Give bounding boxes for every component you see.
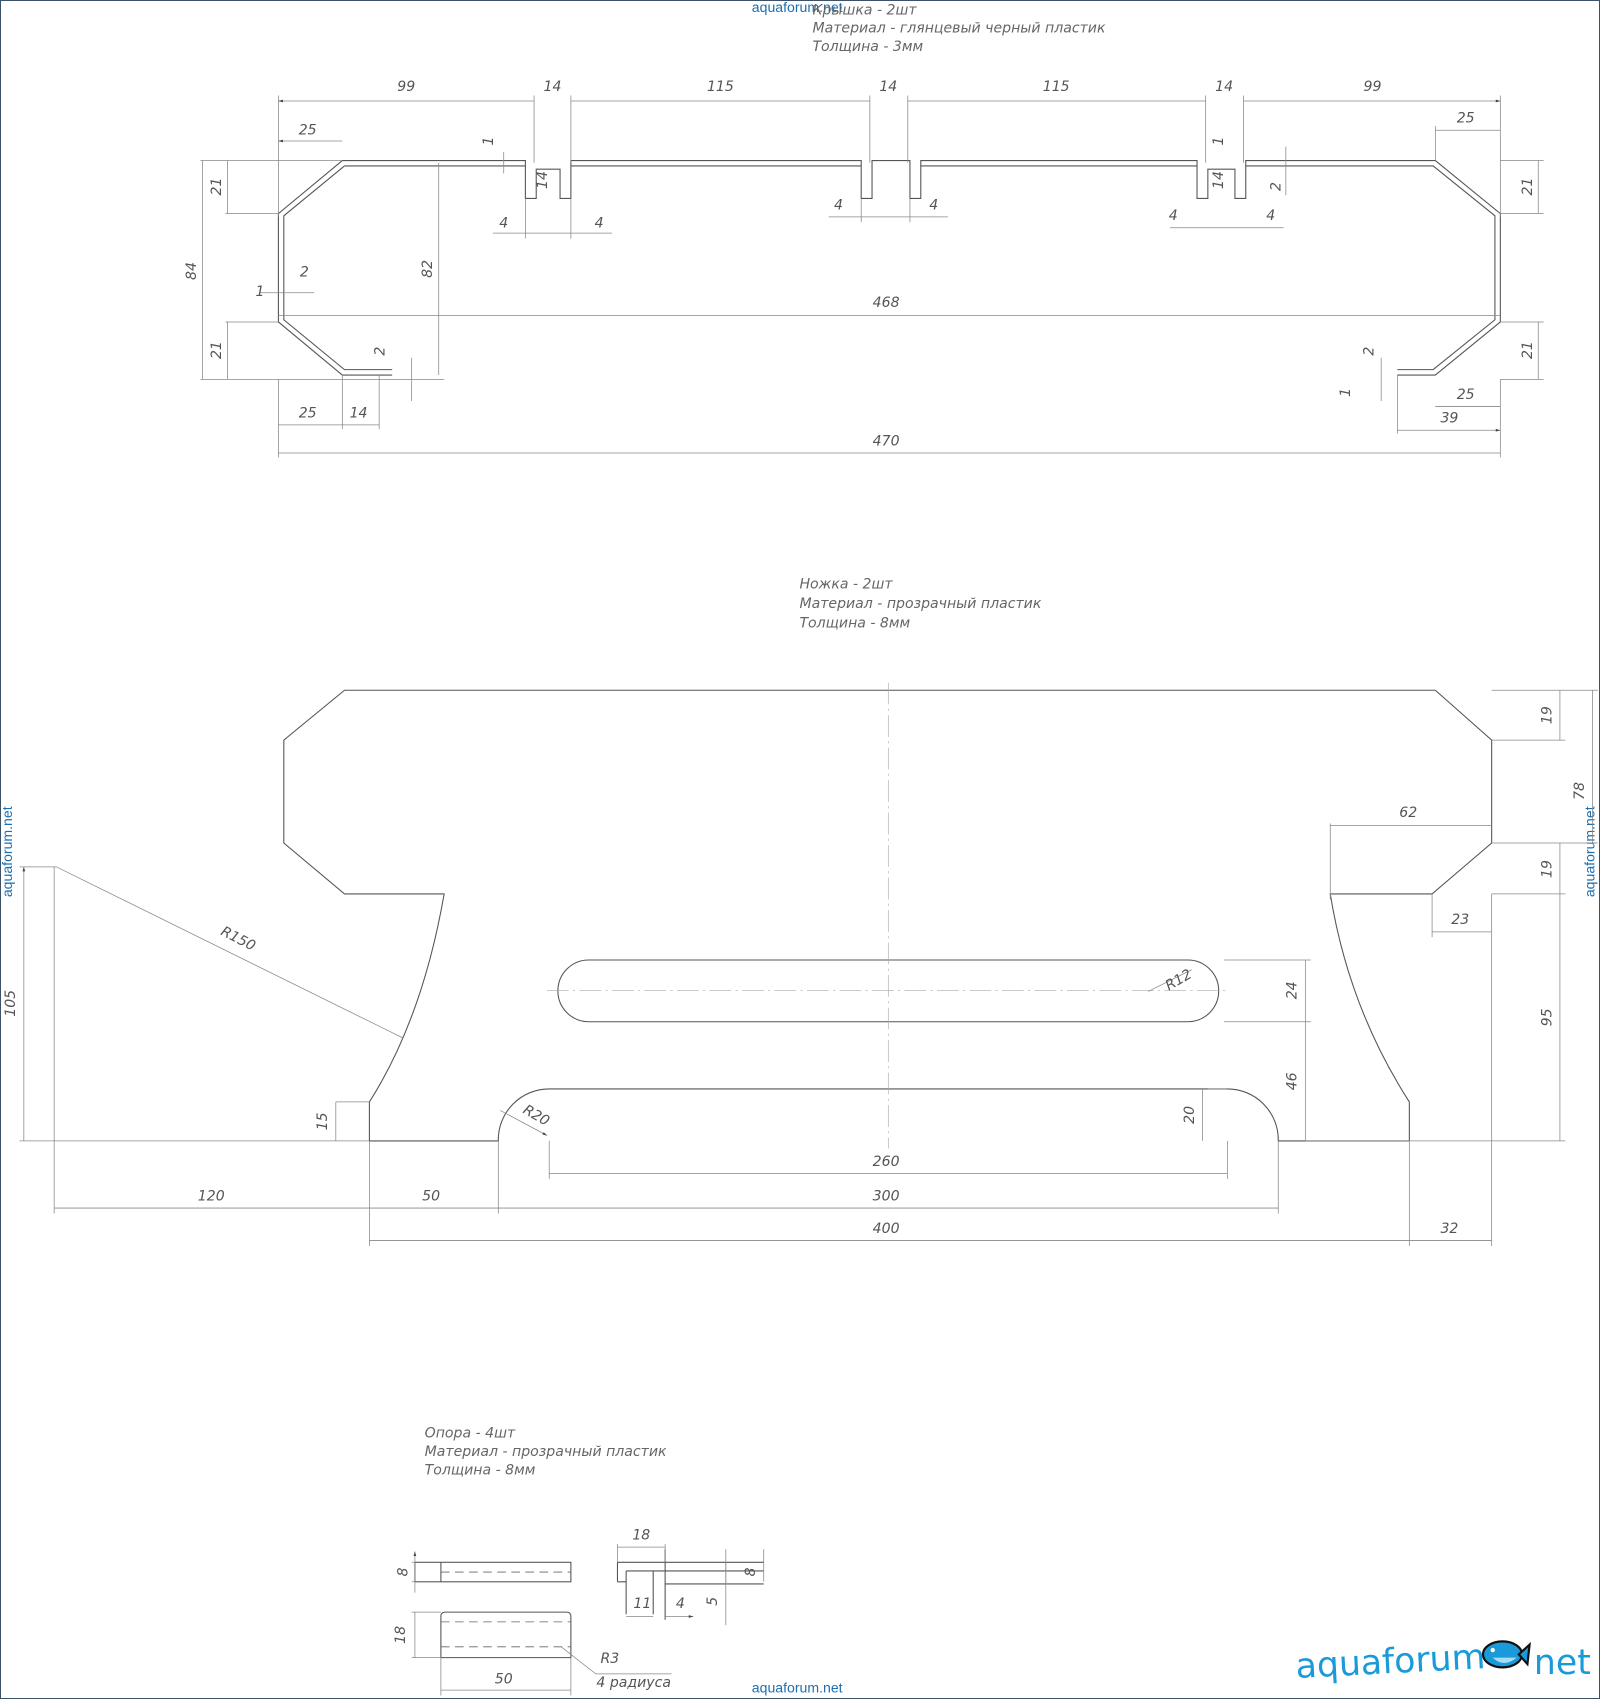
watermark-right: aquaforum.net <box>1582 806 1598 897</box>
dimension-label: 25 <box>1457 111 1475 127</box>
dimension-label: 1 <box>481 137 497 146</box>
leg-part <box>283 682 1493 1149</box>
lid-thickness-note: Толщина - 3мм <box>812 39 923 55</box>
leg-quantity-note: Ножка - 2шт <box>799 576 893 592</box>
dimension-label: 99 <box>397 79 415 95</box>
dimension-label: 62 <box>1399 805 1417 821</box>
dimension-label: 1 <box>256 284 265 300</box>
dimension-label: 21 <box>1520 341 1536 359</box>
dimension-label: 99 <box>1364 79 1382 95</box>
dimension-label: 23 <box>1451 912 1469 928</box>
watermark-top: aquaforum.net <box>752 0 843 15</box>
lid-notes: Крышка - 2шт Материал - глянцевый черный… <box>812 2 1106 55</box>
dimension-label: 21 <box>1520 178 1536 196</box>
support-thickness-note: Толщина - 8мм <box>425 1463 536 1479</box>
dimension-label: 25 <box>299 123 317 139</box>
lid-quantity-note: Крышка - 2шт <box>812 2 917 18</box>
aquaforum-logo: aquaforum net <box>1295 1637 1591 1687</box>
logo-text-net: net <box>1534 1643 1591 1683</box>
dimension-label: 2 <box>1362 347 1378 356</box>
dimension-label: 8 <box>743 1568 759 1577</box>
dimension-label: 21 <box>209 178 225 196</box>
dimension-label: 1 <box>1338 388 1354 397</box>
leg-material-note: Материал - прозрачный пластик <box>799 596 1041 612</box>
dimension-label: 4 <box>1169 208 1178 224</box>
support-dimensions: 8 18 50 R3 4 радиуса 18 8 11 4 5 <box>393 1528 765 1696</box>
support-material-note: Материал - прозрачный пластик <box>425 1444 667 1460</box>
watermark-bottom: aquaforum.net <box>752 1679 843 1695</box>
dimension-label: 39 <box>1440 411 1458 427</box>
dimension-label: 260 <box>873 1154 900 1170</box>
dimension-label: 25 <box>299 405 317 421</box>
leg-thickness-note: Толщина - 8мм <box>799 615 910 631</box>
dimension-label: 4 <box>595 216 604 232</box>
dimension-label: 19 <box>1539 706 1555 724</box>
lid-material-note: Материал - глянцевый черный пластик <box>812 21 1106 37</box>
dimension-label: 115 <box>707 79 734 95</box>
dimension-label: 14 <box>1211 171 1227 189</box>
dimension-label: 14 <box>544 79 562 95</box>
dimension-label: 14 <box>1215 79 1233 95</box>
dimension-label: 4 <box>676 1596 685 1612</box>
dimension-label: 15 <box>315 1112 331 1130</box>
dimension-label: 2 <box>373 347 389 356</box>
lid-part <box>277 159 1501 376</box>
dimension-label: 4 <box>1266 208 1275 224</box>
dimension-label: 18 <box>632 1528 650 1544</box>
support-quantity-note: Опора - 4шт <box>425 1426 516 1442</box>
fish-icon <box>1481 1640 1531 1669</box>
dimension-label: 470 <box>873 433 900 449</box>
dimension-label: 11 <box>633 1596 651 1612</box>
leg-dimensions: 19 78 62 19 23 R150 105 R12 24 95 46 R20… <box>3 689 1598 1246</box>
dimension-label: 20 <box>1182 1106 1198 1124</box>
dimension-label: 2 <box>300 264 309 280</box>
dimension-label: 2 <box>1268 182 1284 191</box>
dimension-label: 78 <box>1572 782 1588 800</box>
dimension-label: 8 <box>395 1568 411 1577</box>
dimension-label: 18 <box>393 1626 409 1644</box>
dimension-label: R20 <box>520 1102 552 1130</box>
dimension-label: 105 <box>3 990 19 1017</box>
dimension-label: 120 <box>198 1188 225 1204</box>
leg-notes: Ножка - 2шт Материал - прозрачный пласти… <box>799 576 1041 631</box>
dimension-label: 46 <box>1285 1072 1301 1090</box>
dimension-label: 95 <box>1539 1008 1555 1026</box>
dimension-label: 14 <box>879 79 897 95</box>
dimension-label: 4 <box>499 216 508 232</box>
dimension-label: 21 <box>209 341 225 359</box>
dimension-label: 115 <box>1043 79 1070 95</box>
dimension-label: 24 <box>1285 981 1301 999</box>
dimension-label: 400 <box>873 1221 900 1237</box>
logo-text: aquaforum <box>1295 1637 1487 1687</box>
dimension-label: 468 <box>873 295 900 311</box>
dimension-label: 19 <box>1539 860 1555 878</box>
dimension-label: 50 <box>422 1188 440 1204</box>
dimension-label: 14 <box>535 171 551 189</box>
dimension-label: 82 <box>420 260 436 278</box>
watermark-left: aquaforum.net <box>0 806 15 897</box>
dimension-label: 14 <box>350 405 368 421</box>
dimension-label: 4 <box>929 197 938 213</box>
dimension-label: 84 <box>184 262 200 280</box>
dimension-label: 32 <box>1440 1221 1458 1237</box>
dimension-label: 25 <box>1457 387 1475 403</box>
support-notes: Опора - 4шт Материал - прозрачный пласти… <box>425 1426 667 1479</box>
dimension-label: 50 <box>495 1672 513 1688</box>
dimension-label: 4 радиуса <box>596 1675 671 1691</box>
dimension-label: 300 <box>873 1188 900 1204</box>
dimension-label: 5 <box>705 1597 721 1606</box>
dimension-label: R3 <box>601 1651 620 1667</box>
dimension-label: 1 <box>1211 137 1227 146</box>
dimension-label: 4 <box>834 197 843 213</box>
lid-dimensions: 99 14 115 14 115 14 99 25 21 84 21 82 1 … <box>184 79 1544 458</box>
